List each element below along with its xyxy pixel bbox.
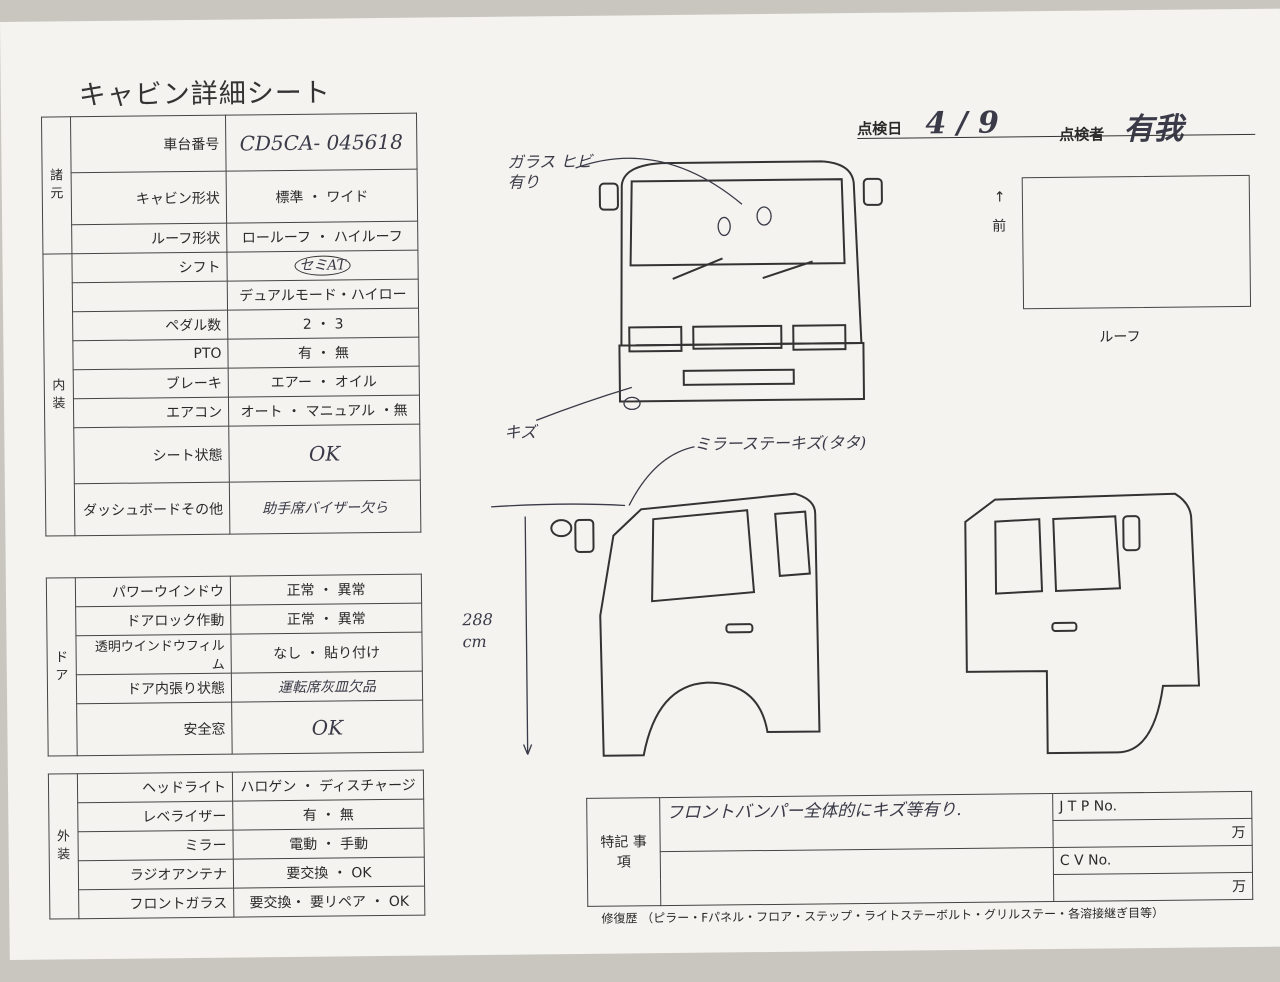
- notes-label: 特記 事項: [586, 797, 661, 907]
- scratch-note: キズ: [504, 422, 537, 442]
- front-annotations: [535, 157, 772, 422]
- notes-blank: [660, 847, 1054, 906]
- side-annotations: [491, 446, 695, 755]
- notes-text: フロントバンパー全体的にキズ等有り.: [659, 793, 1054, 852]
- cab-side-view: [550, 492, 821, 757]
- cv-label: C V No.: [1053, 845, 1253, 875]
- cab-front-view: [598, 160, 883, 403]
- glass-crack-note: ガラス ヒビ有り: [507, 151, 593, 192]
- mirror-stay-note: ミラーステーキズ(タタ): [694, 432, 867, 454]
- cab-diagrams: [491, 157, 1201, 757]
- height-note: 288 cm: [462, 609, 493, 652]
- inspection-sheet: キャビン詳細シート 点検日 4 / 9 点検者 有我 諸元 車台番号 CD5CA…: [0, 8, 1280, 960]
- cv-unit: 万: [1053, 872, 1253, 902]
- jtp-label: J T P No.: [1052, 791, 1252, 821]
- cab-rear-view: [964, 492, 1201, 755]
- notes-table: 特記 事項 フロントバンパー全体的にキズ等有り. J T P No. 万 C V…: [586, 791, 1253, 907]
- jtp-unit: 万: [1052, 818, 1253, 848]
